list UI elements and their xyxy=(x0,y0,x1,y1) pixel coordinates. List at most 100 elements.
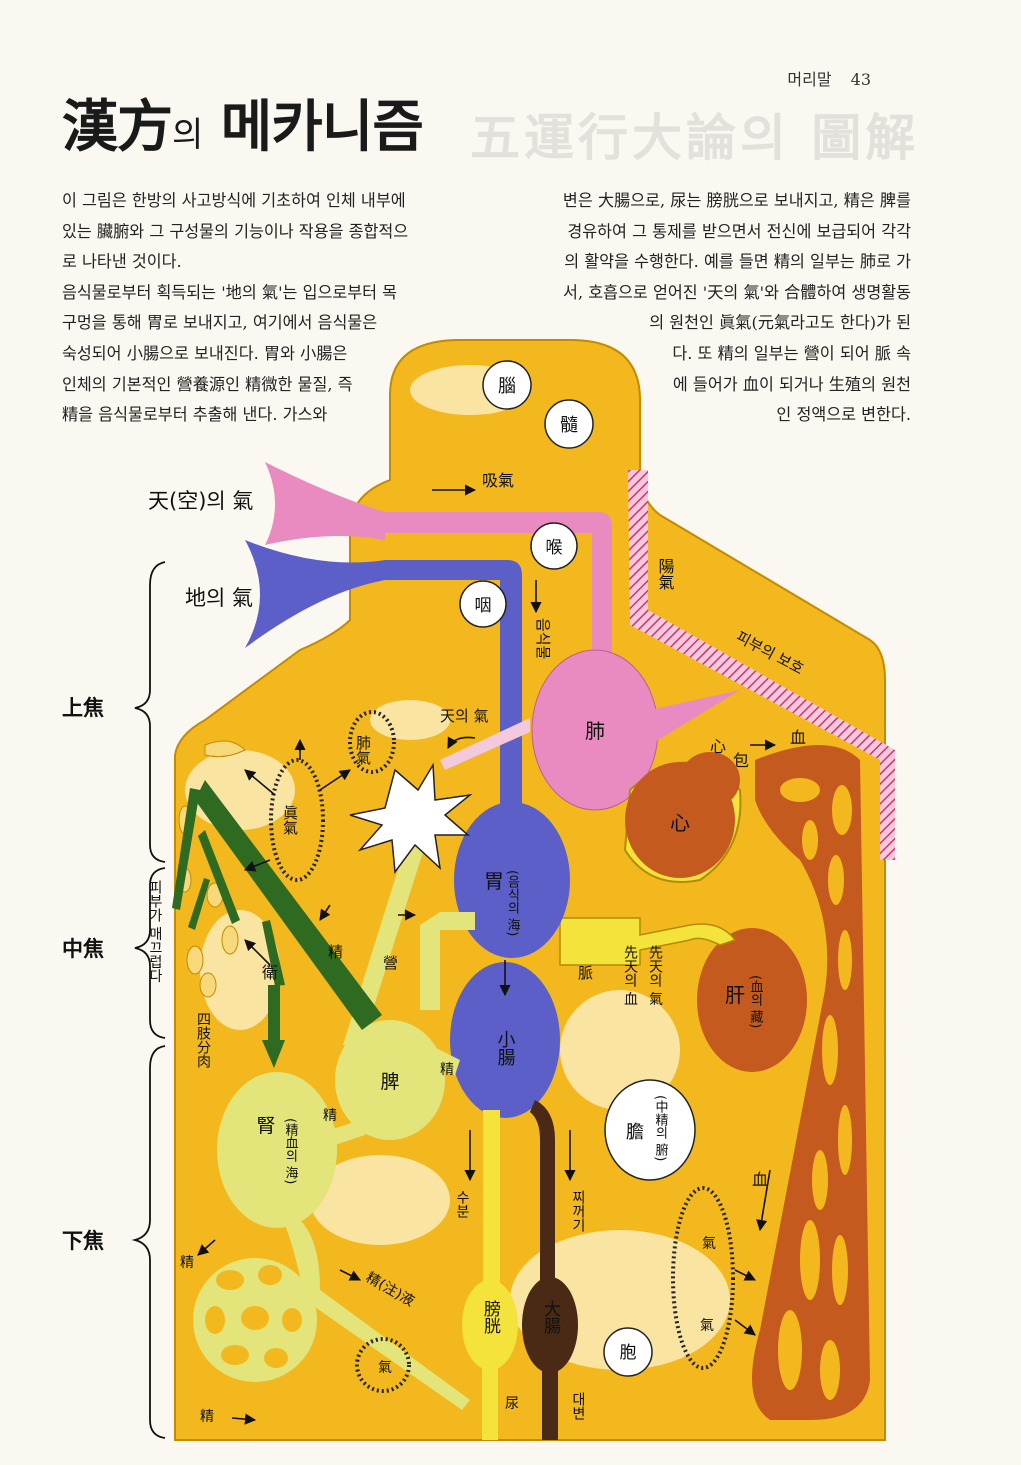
label-essence-5: 精 xyxy=(200,1409,214,1425)
intro-right-line: 다. 또 精의 일부는 營이 되어 脈 속 xyxy=(672,343,911,363)
intro-left-line: 구멍을 통해 胃로 보내지고, 여기에서 음식물은 xyxy=(62,313,378,333)
burst xyxy=(349,762,473,875)
page-title: 漢方의 메카니즘 xyxy=(62,100,424,156)
label-spleen: 脾 xyxy=(380,1071,399,1093)
label-qi-c: 氣 xyxy=(378,1360,392,1376)
label-blood-side: 血 xyxy=(752,1170,768,1189)
intro-right-line: 경유하여 그 통제를 받으면서 전신에 보급되어 각각 xyxy=(567,221,911,241)
label-stomach-sub: (음식의 海) xyxy=(505,870,521,936)
intro-right-line: 인 정액으로 변한다. xyxy=(776,405,911,425)
page-number: 43 xyxy=(850,70,871,89)
label-qi-b: 氣 xyxy=(700,1318,714,1334)
label-inhale-qi: 吸氣 xyxy=(482,471,514,490)
background-title: 五運行大論의 圖解 xyxy=(470,109,920,167)
intro-right-line: 변은 大腸으로, 尿는 膀胱으로 보내지고, 精은 脾를 xyxy=(562,191,911,210)
label-marrow: 髓 xyxy=(560,415,578,436)
label-food: 음식물 xyxy=(534,618,552,659)
label-pharynx: 咽 xyxy=(475,596,492,616)
intro-left-line: 인체의 기본적인 營養源인 精微한 물질, 즉 xyxy=(62,374,353,394)
white-circles xyxy=(459,360,696,1377)
intro-right-column: 변은 大腸으로, 尿는 膀胱으로 보내지고, 精은 脾를 경유하여 그 통제를 … xyxy=(563,186,911,431)
label-earth-qi: 地의 氣 xyxy=(185,586,253,610)
label-heart-wrap-2: 包 xyxy=(733,751,749,770)
feces-channel xyxy=(542,1365,558,1440)
title-main: 漢方 xyxy=(62,95,173,160)
earth-qi-horn xyxy=(245,540,385,648)
label-prenatal-qi: 先天의 氣 xyxy=(647,945,663,1006)
large-intestine xyxy=(522,1277,578,1373)
label-prenatal-blood: 先天의 血 xyxy=(622,945,638,1006)
label-heart: 心 xyxy=(670,811,690,835)
label-heaven-qi-small: 天의 氣 xyxy=(440,707,489,725)
intro-left-line: 음식물로부터 획득되는 '地의 氣'는 입으로부터 목 xyxy=(62,282,398,302)
liver xyxy=(697,928,807,1072)
squiggle-loops xyxy=(269,710,735,1393)
label-essence-1: 精 xyxy=(328,943,343,961)
label-gallbladder-sub: (中精의 腑) xyxy=(653,1095,669,1161)
urine-channel xyxy=(482,1365,498,1440)
spleen xyxy=(335,1020,445,1140)
title-rest: 메카니즘 xyxy=(220,95,424,160)
intro-left-column: 이 그림은 한방의 사고방식에 기초하여 인체 내부에 있는 臟腑와 그 구성물… xyxy=(62,186,408,431)
title-particle: 의 xyxy=(172,115,203,155)
intro-left-line: 있는 臟腑와 그 구성물의 기능이나 작용을 종합적으 xyxy=(62,221,409,241)
airway xyxy=(385,512,612,655)
kidney xyxy=(217,1072,337,1228)
label-throat: 喉 xyxy=(546,538,563,558)
label-middle-jiao: 中焦 xyxy=(62,937,104,961)
label-lung-qi: 肺氣 xyxy=(354,735,372,765)
label-upper-jiao: 上焦 xyxy=(62,696,104,720)
label-yang-qi: 陽氣 xyxy=(656,558,675,590)
heaven-qi-horn xyxy=(265,462,385,545)
section-name: 머리말 xyxy=(787,70,832,89)
label-qi-a: 氣 xyxy=(702,1236,716,1252)
intro-right-line: 의 활약을 수행한다. 예를 들면 精의 일부는 肺로 가 xyxy=(564,252,911,272)
small-intestine xyxy=(450,962,560,1118)
label-essence-2: 精 xyxy=(323,1108,337,1124)
bladder xyxy=(462,1280,518,1370)
label-heart-wrap-1: 心 xyxy=(710,737,726,756)
label-liver: 肝 xyxy=(725,983,745,1007)
label-kidney-sub: (精血의 海) xyxy=(283,1118,299,1184)
label-womb: 胞 xyxy=(620,1343,637,1363)
label-stomach: 胃 xyxy=(484,869,504,893)
label-dregs: 찌꺼기 xyxy=(570,1190,586,1232)
intro-left-line: 精을 음식물로부터 추출해 낸다. 가스와 xyxy=(62,405,328,425)
net-holes xyxy=(205,1265,302,1368)
label-brain: 腦 xyxy=(498,376,516,397)
intro-left-line: 숙성되어 小腸으로 보내진다. 胃와 小腸은 xyxy=(62,343,348,363)
water-channel xyxy=(483,1110,500,1300)
label-wei: 衛 xyxy=(262,963,278,982)
label-vessel: 脈 xyxy=(578,964,593,982)
label-small-intestine: 小腸 xyxy=(495,1030,516,1067)
label-kidney: 腎 xyxy=(256,1115,275,1137)
wei-qi-channels xyxy=(172,780,382,1068)
arrows xyxy=(197,484,777,1425)
intro-left-line: 로 나타낸 것이다. xyxy=(62,252,182,272)
kidney-channel-right xyxy=(285,1220,470,1410)
lung-qi-path xyxy=(440,718,530,770)
label-true-qi: 眞氣 xyxy=(281,805,299,835)
heart-small xyxy=(680,752,740,808)
label-bladder: 膀胱 xyxy=(480,1300,501,1335)
label-heaven-qi: 天(空)의 氣 xyxy=(148,489,253,513)
label-gallbladder: 膽 xyxy=(626,1122,644,1143)
label-essence-3: 精 xyxy=(440,1062,454,1078)
label-limbs: 四肢分肉 xyxy=(195,1012,211,1068)
pulse-vessel xyxy=(559,917,737,966)
jiao-brackets xyxy=(131,561,166,1439)
label-essence-4: 精 xyxy=(180,1255,194,1271)
label-liver-sub: (血의 藏) xyxy=(748,975,764,1028)
label-lower-jiao: 下焦 xyxy=(62,1229,104,1253)
intro-right-line: 의 원천인 眞氣(元氣라고도 한다)가 된 xyxy=(649,313,911,333)
label-feces: 대변 xyxy=(570,1392,586,1420)
label-large-intestine: 大腸 xyxy=(540,1300,561,1335)
vessel-holes xyxy=(778,778,852,1400)
label-blood-top: 血 xyxy=(790,728,806,747)
label-water: 수분 xyxy=(454,1190,470,1218)
label-skin-smooth: 피부가 매끄럽다 xyxy=(147,880,163,983)
dregs-channel xyxy=(530,1100,555,1290)
label-ying: 營 xyxy=(383,954,398,972)
intro-left-line: 이 그림은 한방의 사고방식에 기초하여 인체 내부에 xyxy=(62,191,406,210)
